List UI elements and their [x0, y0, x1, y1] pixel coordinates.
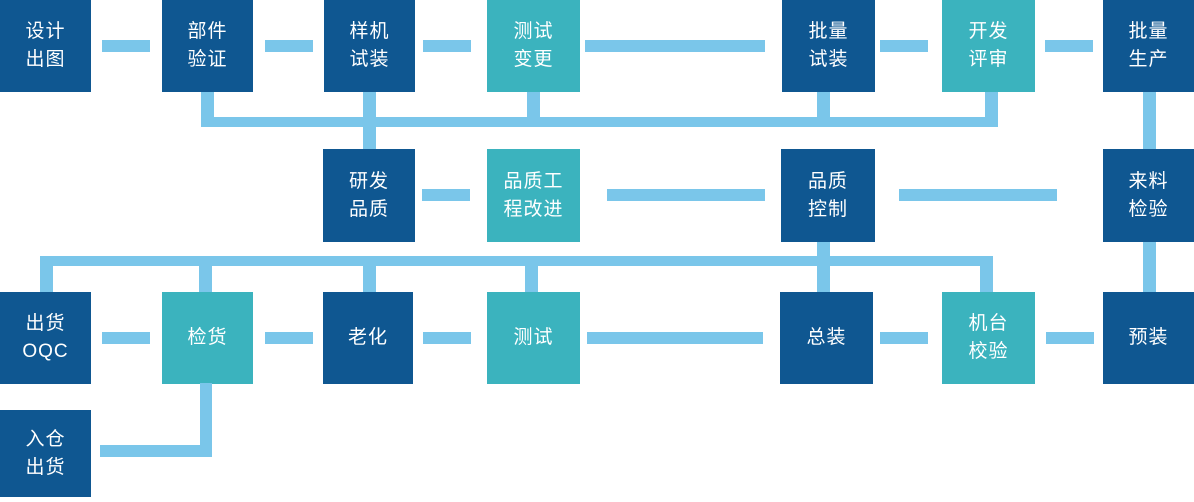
node-label: 老化 — [347, 327, 388, 348]
connector-rdquality-to-qualityeng — [422, 189, 470, 201]
node-label: 开发 评审 — [968, 21, 1009, 70]
bus-line-top — [202, 117, 998, 127]
connector-goodsinspection-to-aging — [265, 332, 313, 344]
connector-finalassembly-to-calibration — [880, 332, 928, 344]
drop-parts-verification — [201, 92, 214, 127]
connector-design-to-parts — [102, 40, 150, 52]
node-final-assembly: 总装 — [780, 292, 873, 384]
connector-qualityeng-to-qualitycontrol — [607, 189, 765, 201]
connector-devreview-to-massproduction — [1045, 40, 1093, 52]
node-label: 总装 — [806, 327, 847, 348]
node-pre-assembly: 预装 — [1103, 292, 1194, 384]
node-label: 入仓 出货 — [25, 428, 66, 478]
node-label: 研发 品质 — [348, 170, 389, 220]
node-machine-calibration: 机台 校验 — [942, 292, 1035, 384]
drop-goodsinspection-to-warehouse-horizontal — [100, 445, 212, 457]
node-label: 设计 出图 — [25, 21, 66, 70]
drop-shipment-oqc — [40, 266, 53, 292]
node-label: 测试 — [513, 327, 554, 348]
drop-goods-inspection — [199, 266, 212, 292]
node-label: 来料 检验 — [1128, 170, 1169, 220]
connector-qualitycontrol-to-incoming — [899, 189, 1057, 201]
node-label: 预装 — [1128, 327, 1169, 348]
drop-development-review — [985, 92, 998, 127]
drop-massproduction-to-incoming — [1143, 92, 1156, 149]
node-parts-verification: 部件 验证 — [162, 0, 253, 92]
node-label: 机台 校验 — [968, 313, 1009, 362]
drop-incoming-to-preassembly — [1143, 242, 1156, 292]
drop-aging — [363, 266, 376, 292]
node-test-change: 测试 变更 — [487, 0, 580, 92]
bus-line-bottom — [40, 256, 993, 266]
node-quality-engineering-improvement: 品质工 程改进 — [487, 149, 580, 242]
connector-testing-to-finalassembly — [587, 332, 763, 344]
node-aging: 老化 — [323, 292, 413, 384]
node-quality-control: 品质 控制 — [781, 149, 875, 242]
connector-aging-to-testing — [423, 332, 471, 344]
node-label: 批量 生产 — [1128, 21, 1169, 70]
connector-parts-to-prototype — [265, 40, 313, 52]
connector-oqc-to-goodsinspection — [102, 332, 150, 344]
drop-prototype-to-rdquality — [363, 92, 376, 149]
node-label: 批量 试装 — [808, 21, 849, 70]
node-goods-inspection: 检货 — [162, 292, 253, 384]
node-label: 品质 控制 — [807, 170, 848, 220]
connector-batchtrial-to-devreview — [880, 40, 928, 52]
node-label: 检货 — [187, 327, 228, 348]
node-shipment-oqc: 出货 OQC — [0, 292, 91, 384]
drop-machine-calibration — [980, 266, 993, 292]
node-testing: 测试 — [487, 292, 580, 384]
node-prototype-assembly: 样机 试装 — [324, 0, 415, 92]
node-development-review: 开发 评审 — [942, 0, 1035, 92]
drop-testing — [525, 266, 538, 292]
drop-qualitycontrol-to-finalassembly — [817, 242, 830, 292]
node-batch-trial-assembly: 批量 试装 — [782, 0, 875, 92]
connector-prototype-to-testchange — [423, 40, 471, 52]
node-warehouse-in-out: 入仓 出货 — [0, 410, 91, 497]
drop-test-change — [527, 92, 540, 127]
node-mass-production: 批量 生产 — [1103, 0, 1194, 92]
node-incoming-material-inspection: 来料 检验 — [1103, 149, 1194, 242]
connector-calibration-to-preassembly — [1046, 332, 1094, 344]
node-label: 测试 变更 — [513, 21, 554, 70]
node-design-drawing: 设计 出图 — [0, 0, 91, 92]
node-label: 出货 OQC — [22, 313, 69, 362]
node-label: 样机 试装 — [349, 21, 390, 70]
drop-goodsinspection-to-warehouse-vertical — [200, 383, 212, 457]
node-label: 品质工 程改进 — [503, 170, 564, 220]
connector-testchange-to-batchtrial — [585, 40, 765, 52]
drop-batch-trial — [817, 92, 830, 127]
node-label: 部件 验证 — [187, 21, 228, 70]
node-rd-quality: 研发 品质 — [323, 149, 415, 242]
